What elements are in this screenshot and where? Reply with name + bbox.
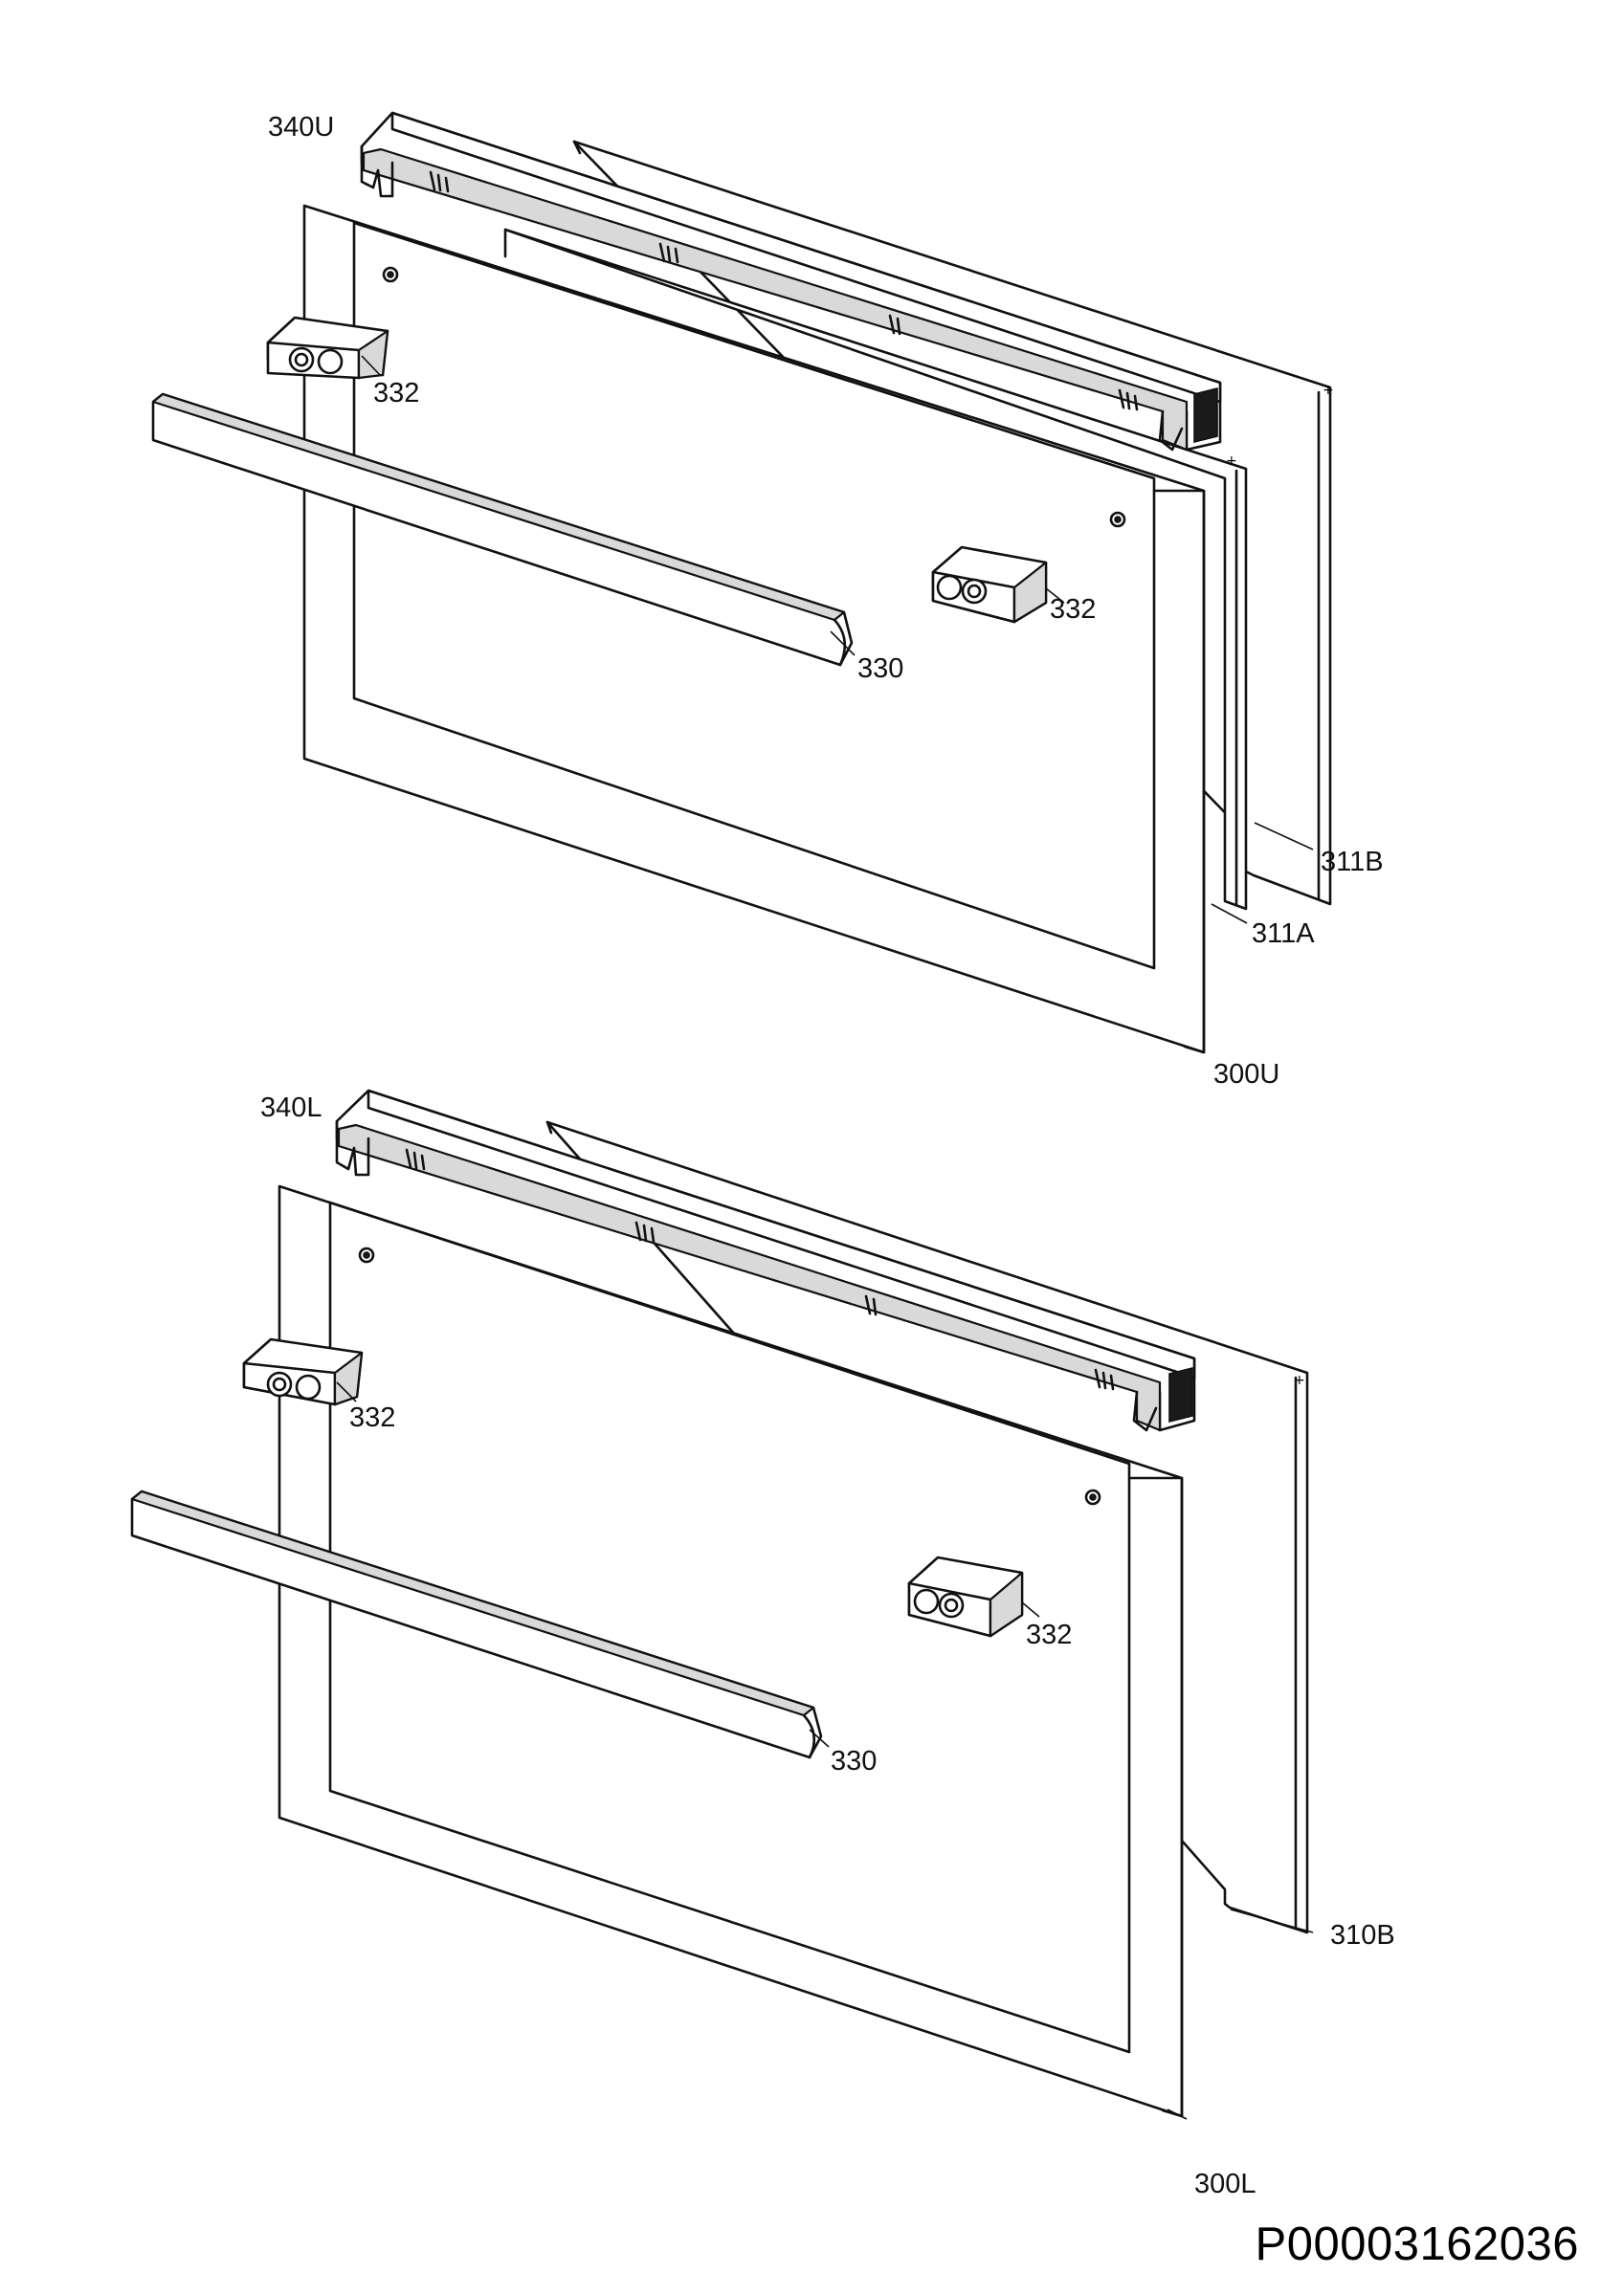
spacer-block-upper-right xyxy=(931,545,1048,624)
label-310B: 310B xyxy=(1330,1920,1395,1951)
label-330-upper: 330 xyxy=(857,653,903,684)
label-332-lower-right: 332 xyxy=(1026,1620,1072,1650)
label-332-upper-right: 332 xyxy=(1050,594,1096,625)
label-332-upper-left: 332 xyxy=(373,378,419,408)
svg-text:+: + xyxy=(1323,383,1334,398)
label-332-lower-left: 332 xyxy=(349,1402,395,1433)
svg-text:+: + xyxy=(1226,453,1237,469)
lower-assembly: + xyxy=(130,1089,1395,2199)
door-handle-upper xyxy=(151,392,854,667)
spacer-block-lower-left xyxy=(242,1337,364,1406)
label-340U: 340U xyxy=(268,112,334,143)
door-handle-lower xyxy=(130,1490,823,1759)
svg-text:+: + xyxy=(1294,1373,1305,1388)
label-330-lower: 330 xyxy=(831,1746,877,1777)
label-300U: 300U xyxy=(1213,1059,1279,1090)
drawing-id: P00003162036 xyxy=(1255,2219,1579,2270)
top-trim-340U xyxy=(360,111,1222,452)
label-311A: 311A xyxy=(1252,918,1315,949)
spacer-block-lower-right xyxy=(907,1556,1024,1638)
label-340L: 340L xyxy=(260,1093,322,1123)
upper-assembly: + + xyxy=(151,111,1384,1090)
glass-panel-311A: + xyxy=(503,228,1248,911)
label-300L: 300L xyxy=(1194,2169,1256,2199)
top-trim-340L xyxy=(335,1089,1196,1432)
spacer-block-upper-left xyxy=(266,316,389,380)
label-311B: 311B xyxy=(1321,847,1384,877)
